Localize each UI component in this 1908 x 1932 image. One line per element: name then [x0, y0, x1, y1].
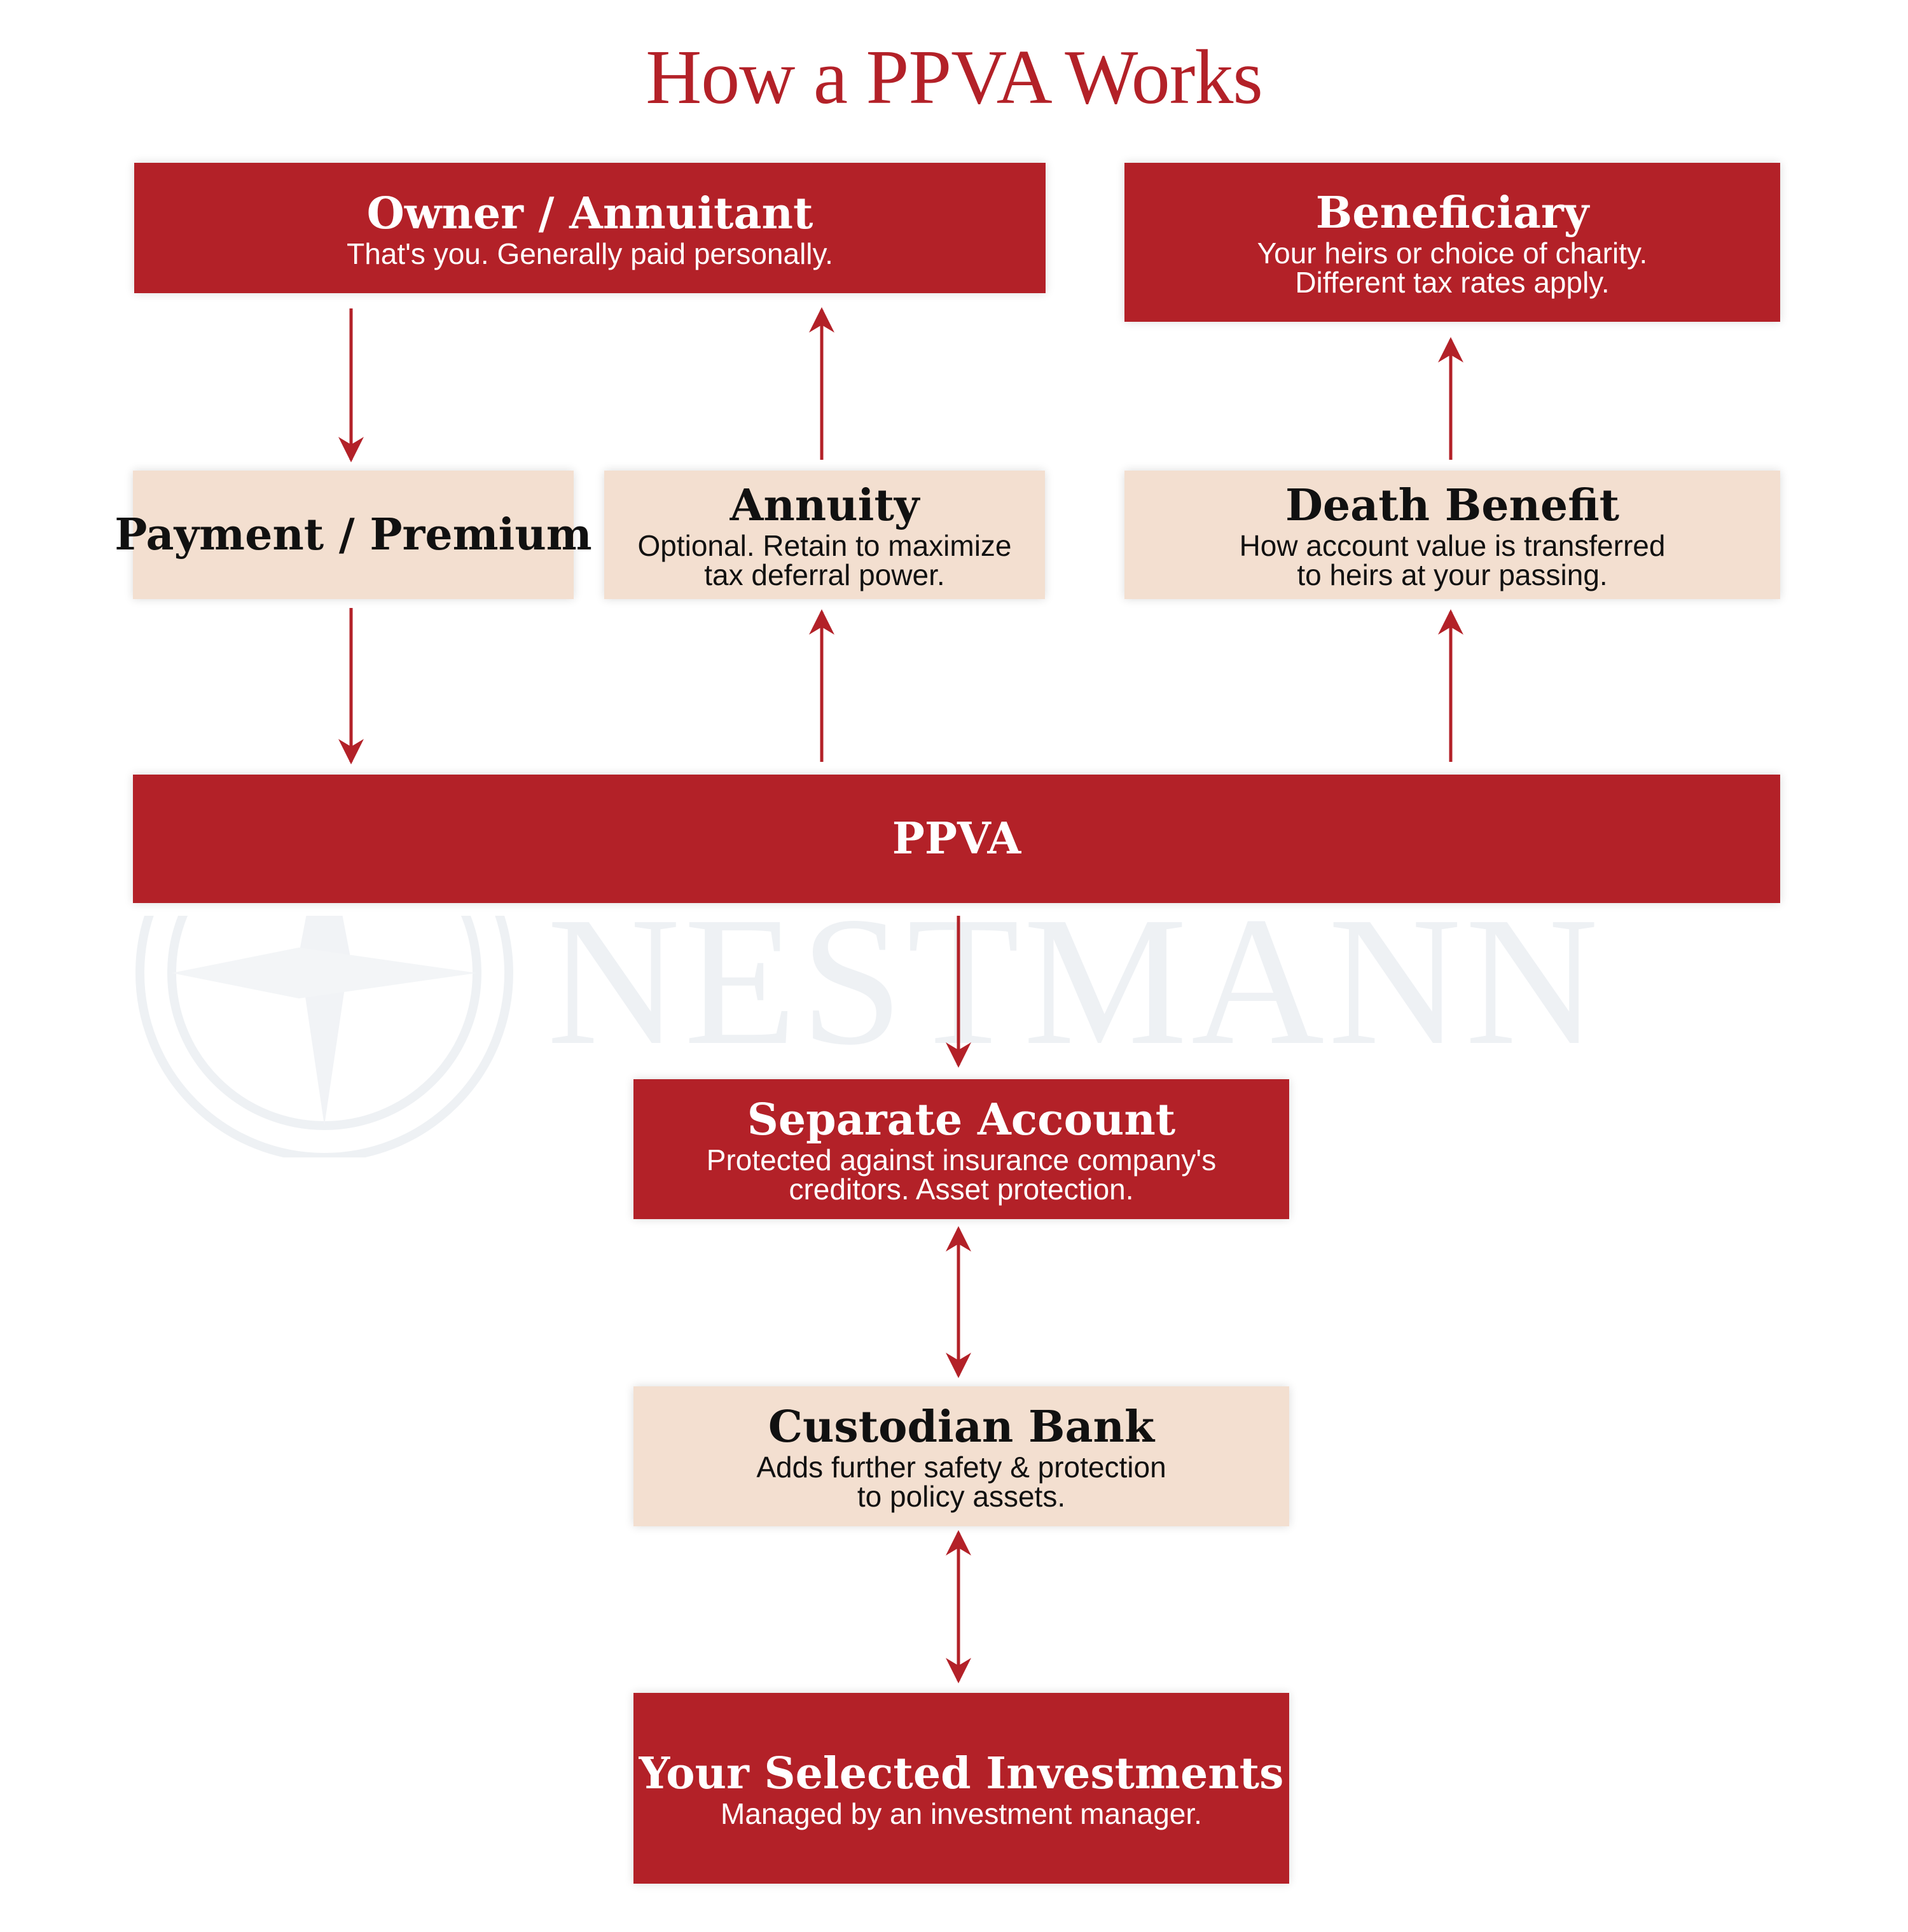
ppva-box: PPVA [133, 775, 1780, 903]
death-benefit-line-1: How account value is transferred [1239, 529, 1666, 562]
compass-logo-icon [135, 916, 513, 1157]
page-title: How a PPVA Works [646, 34, 1263, 120]
separate-account-heading: Separate Account [747, 1094, 1176, 1145]
owner-annuitant-heading: Owner / Annuitant [366, 188, 813, 239]
owner-annuitant-line-1: That's you. Generally paid personally. [347, 237, 833, 270]
death-benefit-box: Death Benefit How account value is trans… [1124, 471, 1780, 599]
annuity-line-1: Optional. Retain to maximize [637, 529, 1012, 562]
annuity-heading: Annuity [729, 480, 920, 531]
annuity-line-2: tax deferral power. [704, 558, 945, 591]
custodian-bank-line-1: Adds further safety & protection [756, 1451, 1166, 1484]
custodian-bank-box: Custodian Bank Adds further safety & pro… [633, 1386, 1289, 1526]
death-benefit-line-2: to heirs at your passing. [1297, 558, 1608, 591]
death-benefit-heading: Death Benefit [1285, 480, 1620, 531]
custodian-bank-line-2: to policy assets. [857, 1480, 1066, 1513]
owner-annuitant-box: Owner / Annuitant That's you. Generally … [134, 163, 1046, 293]
payment-premium-heading: Payment / Premium [114, 509, 592, 560]
ppva-heading: PPVA [892, 813, 1021, 864]
beneficiary-heading: Beneficiary [1315, 188, 1589, 238]
selected-investments-box: Your Selected Investments Managed by an … [633, 1693, 1289, 1884]
watermark-text: NESTMANN [547, 916, 1602, 1083]
annuity-box: Annuity Optional. Retain to maximize tax… [604, 471, 1045, 599]
selected-investments-heading: Your Selected Investments [639, 1748, 1284, 1799]
beneficiary-line-2: Different tax rates apply. [1295, 266, 1610, 299]
custodian-bank-heading: Custodian Bank [768, 1402, 1155, 1452]
beneficiary-box: Beneficiary Your heirs or choice of char… [1124, 163, 1780, 322]
watermark: NESTMANN [135, 916, 1602, 1157]
beneficiary-line-1: Your heirs or choice of charity. [1257, 237, 1648, 270]
selected-investments-line-1: Managed by an investment manager. [721, 1797, 1202, 1830]
separate-account-line-2: creditors. Asset protection. [789, 1173, 1134, 1206]
payment-premium-box: Payment / Premium [114, 471, 592, 599]
separate-account-line-1: Protected against insurance company's [706, 1143, 1217, 1176]
separate-account-box: Separate Account Protected against insur… [633, 1079, 1289, 1219]
